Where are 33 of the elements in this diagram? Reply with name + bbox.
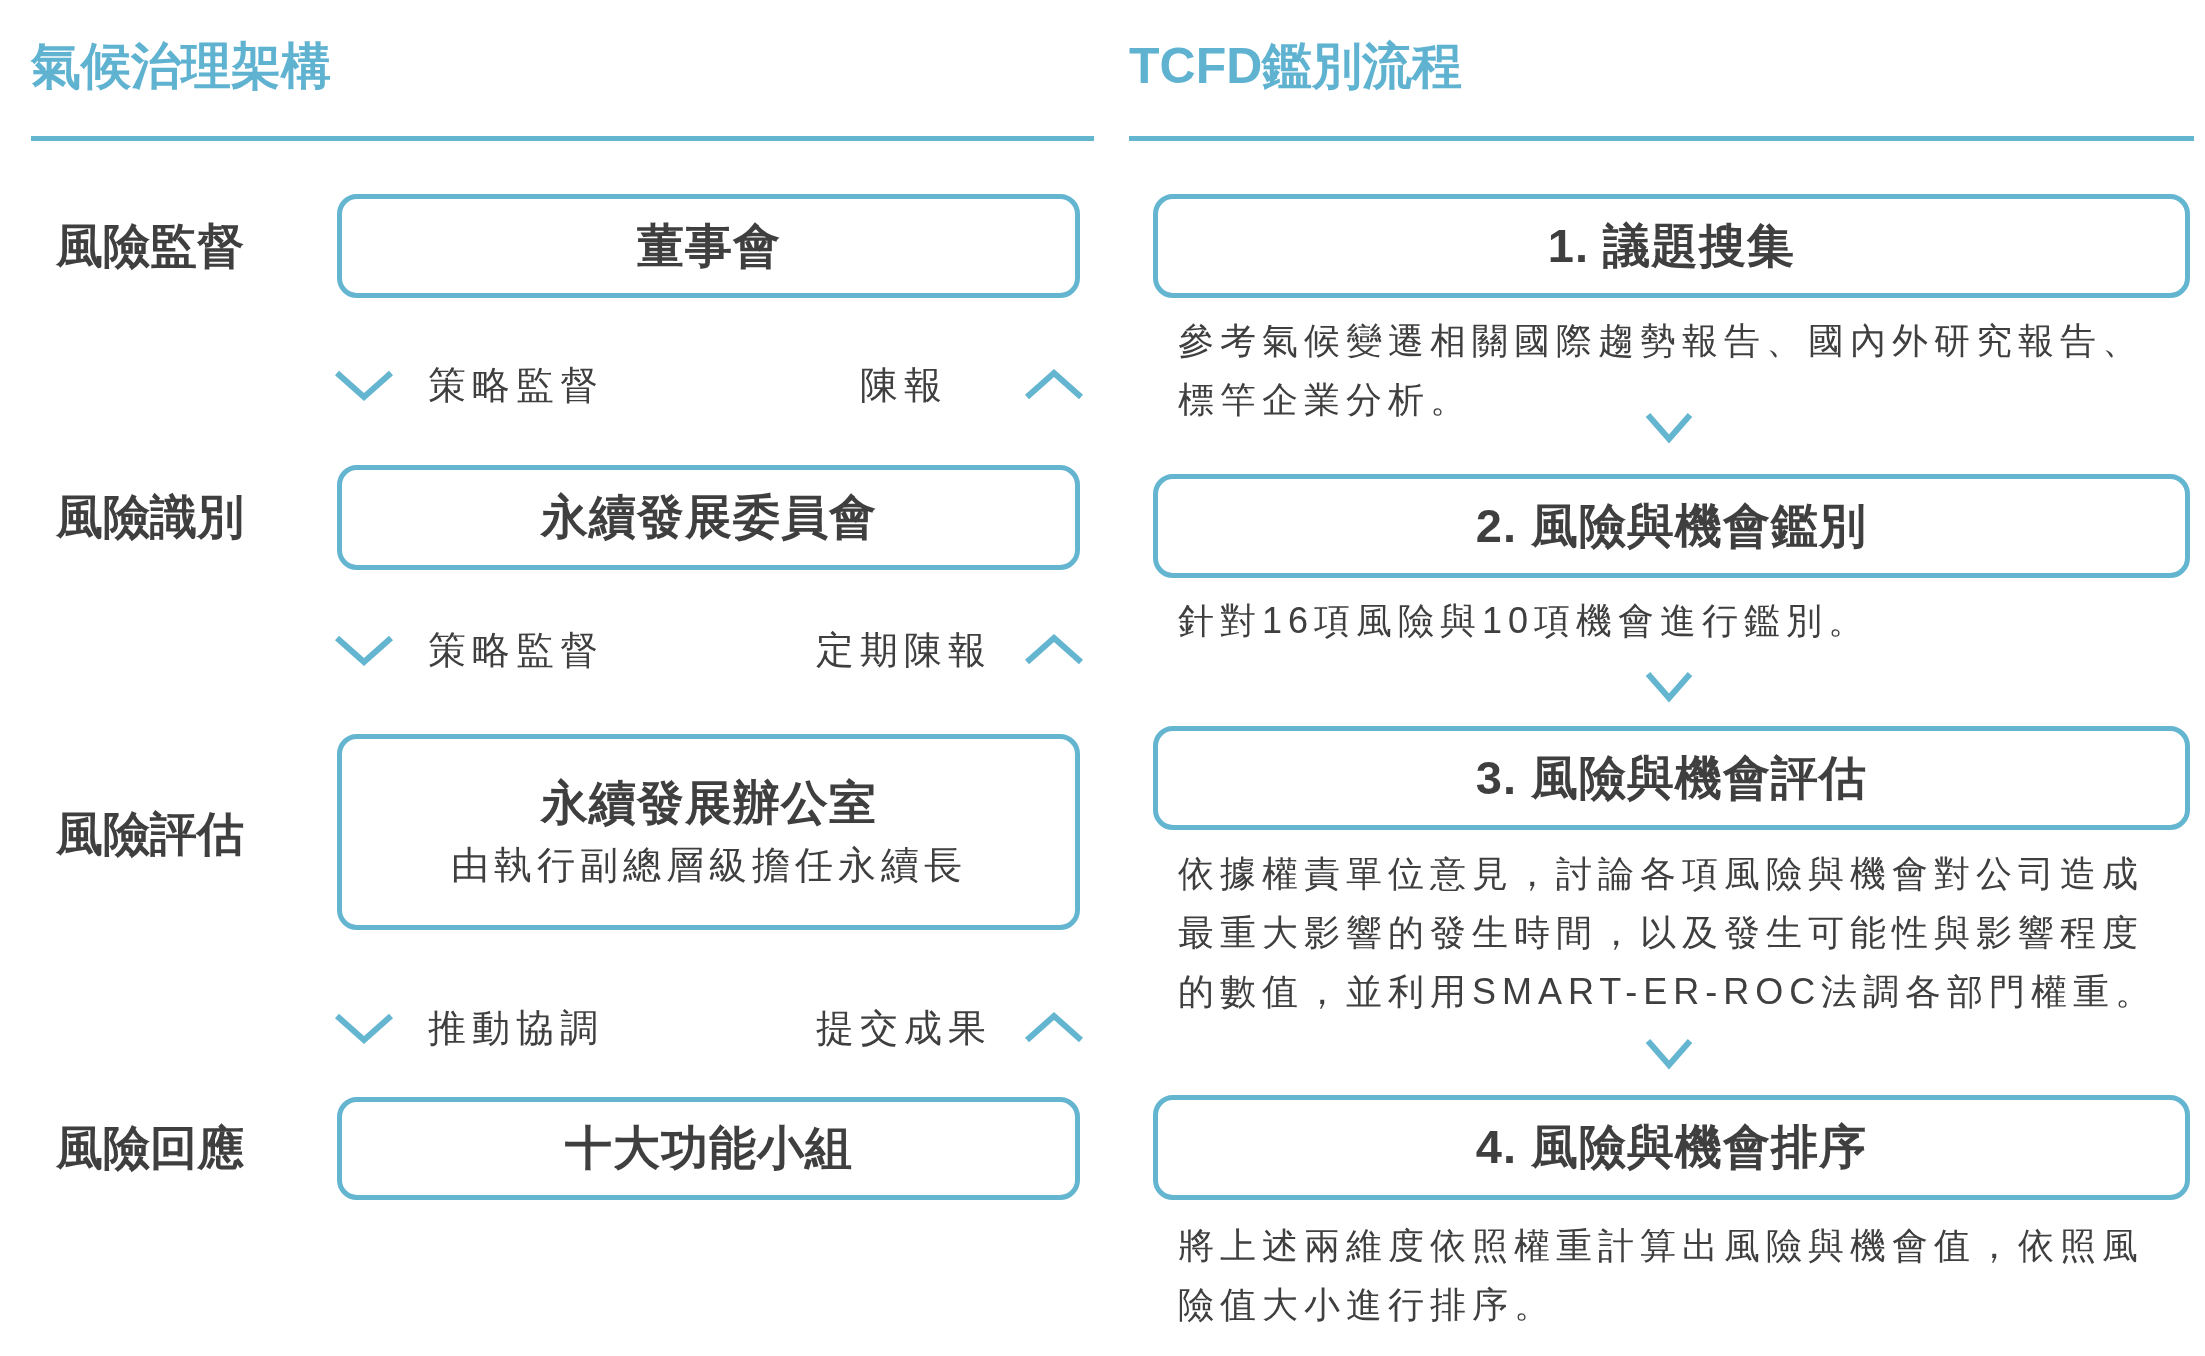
step-description: 參考氣候變遷相關國際趨勢報告、國內外研究報告、標竿企業分析。 <box>1178 319 2145 422</box>
unit-name: 董事會 <box>636 217 781 274</box>
edge-label: 陳報 <box>860 362 948 408</box>
tier-label: 風險評估 <box>56 805 244 862</box>
step-box <box>1153 726 2190 830</box>
section-heading: 氣候治理架構 <box>31 36 331 96</box>
edge-label: 推動協調 <box>428 1005 604 1051</box>
unit-name: 永續發展辦公室 <box>540 775 877 831</box>
step-description: 依據權責單位意見，討論各項風險與機會對公司造成最重大影響的發生時間，以及發生可能性與影響程度的數值，並利用SMART-ER-ROC法調各部門權重。 <box>1178 852 2159 1014</box>
unit-name: 永續發展委員會 <box>540 489 877 546</box>
step-title: 4. 風險與機會排序 <box>1475 1119 1868 1176</box>
edge-label: 策略監督 <box>428 362 604 408</box>
tier-box <box>337 465 1080 570</box>
unit-name: 十大功能小組 <box>564 1120 853 1177</box>
step-box <box>1153 1095 2190 1200</box>
step-title: 1. 議題搜集 <box>1547 217 1796 274</box>
tier-label: 風險識別 <box>56 488 244 545</box>
unit-note: 由執行副總層級擔任永續長 <box>450 843 967 889</box>
tier-label: 風險監督 <box>56 217 244 274</box>
step-title: 3. 風險與機會評估 <box>1475 749 1868 806</box>
edge-label: 提交成果 <box>816 1005 992 1051</box>
step-description: 將上述兩維度依照權重計算出風險與機會值，依照風險值大小進行排序。 <box>1178 1224 2145 1327</box>
tier-box <box>337 194 1080 298</box>
step-box <box>1153 474 2190 578</box>
step-box <box>1153 194 2190 298</box>
step-description: 針對16項風險與10項機會進行鑑別。 <box>1178 599 1872 643</box>
tier-box <box>337 1097 1080 1200</box>
section-heading: TCFD鑑別流程 <box>1129 36 1463 96</box>
edge-label: 策略監督 <box>428 627 604 673</box>
tier-label: 風險回應 <box>56 1119 244 1176</box>
tier-box <box>337 734 1080 930</box>
edge-label: 定期陳報 <box>816 627 992 673</box>
step-title: 2. 風險與機會鑑別 <box>1475 497 1868 554</box>
